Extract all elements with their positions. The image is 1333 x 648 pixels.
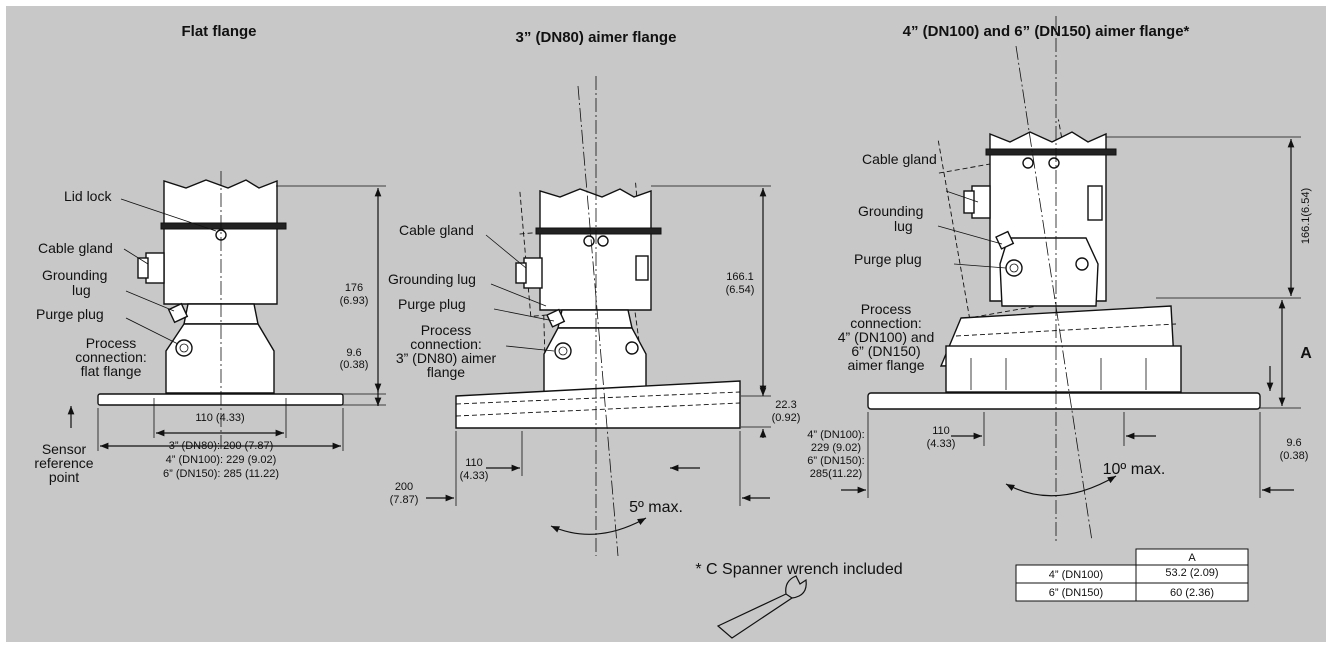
dn100-label-grounding: Grounding [858,203,923,219]
table-row2-value: 60 (2.36) [1170,587,1214,599]
dn80-dim-height-mm: 166.1 [726,271,754,283]
dn80-label-purge-plug: Purge plug [398,296,466,312]
dn100-label-process-2: connection: [850,315,922,331]
dn80-angle: 5º max. [629,499,683,516]
dn80-label-process-2: connection: [410,336,482,352]
dn100-label-process-3: 4” (DN100) and [838,329,935,345]
flat-label-lug: lug [72,282,91,298]
flat-flange-view [67,171,386,451]
flat-purge-plug [175,339,193,357]
title-3in-aimer-flange: 3” (DN80) aimer flange [516,29,677,46]
dn80-dim-height-in: (6.54) [726,284,755,296]
dn100-label-process-5: aimer flange [847,357,924,373]
table-header-a: A [1188,552,1196,564]
dn100-dim-a: A [1300,345,1312,362]
dn80-side-plug [635,255,649,281]
dn100-label-process-1: Process [861,301,912,317]
dn80-dim-dia-in: (7.87) [390,494,419,506]
dn80-dim-bolt-mm: 110 [465,457,483,469]
dn80-cable-gland [523,257,543,289]
dn100-dim-dn100-val: 229 (9.02) [811,442,861,454]
flat-dim-dn150: 6” (DN150): 285 (11.22) [163,468,279,480]
flat-label-process-3: flat flange [81,363,142,379]
dimension-table [1015,548,1249,602]
flat-dim-thick-mm: 9.6 [346,347,361,359]
flat-label-grounding: Grounding [42,267,107,283]
table-row2-size: 6” (DN150) [1049,587,1103,599]
dn100-label-purge-plug: Purge plug [854,251,922,267]
dn80-label-process-3: 3” (DN80) aimer [396,350,497,366]
flat-label-reference: reference [34,455,93,471]
dn80-dim-bolt-in: (4.33) [460,470,489,482]
dn100-label-cable-gland: Cable gland [862,151,937,167]
flat-housing [163,179,278,305]
drawing-sheet: Flat flange 3” (DN80) aimer flange 4” (D… [6,6,1326,642]
dimension-drawing: Flat flange 3” (DN80) aimer flange 4” (D… [34,16,1312,639]
dn80-label-grounding-lug: Grounding lug [388,271,476,287]
flat-grounding-lug [167,302,189,324]
dn80-purge-plug [554,342,572,360]
dn100-dim-thick-mm: 9.6 [1286,437,1301,449]
title-4in-6in-aimer-flange: 4” (DN100) and 6” (DN150) aimer flange* [903,23,1190,40]
flat-label-cable-gland: Cable gland [38,240,113,256]
dn80-dim-thick-mm: 22.3 [775,399,796,411]
flat-lid-band [160,222,287,230]
flat-dim-dn80: 3” (DN80): 200 (7.87) [169,440,274,452]
table-row1-size: 4” (DN100) [1049,569,1103,581]
dn80-aimer-flange [455,380,741,429]
dn100-label-process-4: 6” (DN150) [851,343,920,359]
dn100-150-view [841,16,1301,542]
dn100-angle: 10º max. [1103,461,1166,478]
title-flat-flange: Flat flange [181,23,256,40]
flat-flange-plate [97,393,344,406]
flat-label-lid-lock: Lid lock [64,188,112,204]
dn80-label-process-1: Process [421,322,472,338]
dn80-label-process-4: flange [427,364,465,380]
flat-label-sensor: Sensor [42,441,87,457]
dn100-flange-plate [867,392,1261,410]
dn100-dim-bolt-mm: 110 [932,425,950,437]
flat-lower-body [165,323,275,394]
dn100-side-plug [1087,185,1103,221]
dn100-dim-bolt-in: (4.33) [927,438,956,450]
table-row1-value: 53.2 (2.09) [1165,567,1218,579]
dn80-dim-thick-in: (0.92) [772,412,801,424]
flat-dim-dn100: 4” (DN100): 229 (9.02) [166,454,277,466]
spanner-wrench-icon [716,575,807,639]
flat-dim-height-in: (6.93) [340,295,369,307]
dn80-dim-dia-mm: 200 [395,481,413,493]
flat-dim-bolt: 110 (4.33) [195,412,244,424]
flat-label-process-1: Process [86,335,137,351]
dn100-lid-band [985,148,1117,156]
dn100-dim-dn150-label: 6” (DN150): [807,455,864,467]
dn100-dim-height: 166.1(6.54) [1300,188,1312,244]
dn100-dim-thick-in: (0.38) [1280,450,1309,462]
flat-dim-height-mm: 176 [345,282,363,294]
dn80-view [426,76,771,557]
dn100-dim-dn150-val: 285(11.22) [810,468,862,480]
dn100-label-lug: lug [894,218,913,234]
flat-label-process-2: connection: [75,349,147,365]
flat-label-point: point [49,469,79,485]
dn100-cable-gland [971,185,991,219]
dn100-purge-plug [1005,259,1023,277]
dn100-dim-dn100-label: 4” (DN100): [807,429,864,441]
flat-dim-thick-in: (0.38) [340,359,369,371]
dn80-lower-body [543,327,647,395]
dn80-label-cable-gland: Cable gland [399,222,474,238]
dn80-lid-band [535,227,662,235]
flat-label-purge-plug: Purge plug [36,306,104,322]
dn100-neck [999,237,1099,307]
spanner-note: * C Spanner wrench included [695,561,902,578]
